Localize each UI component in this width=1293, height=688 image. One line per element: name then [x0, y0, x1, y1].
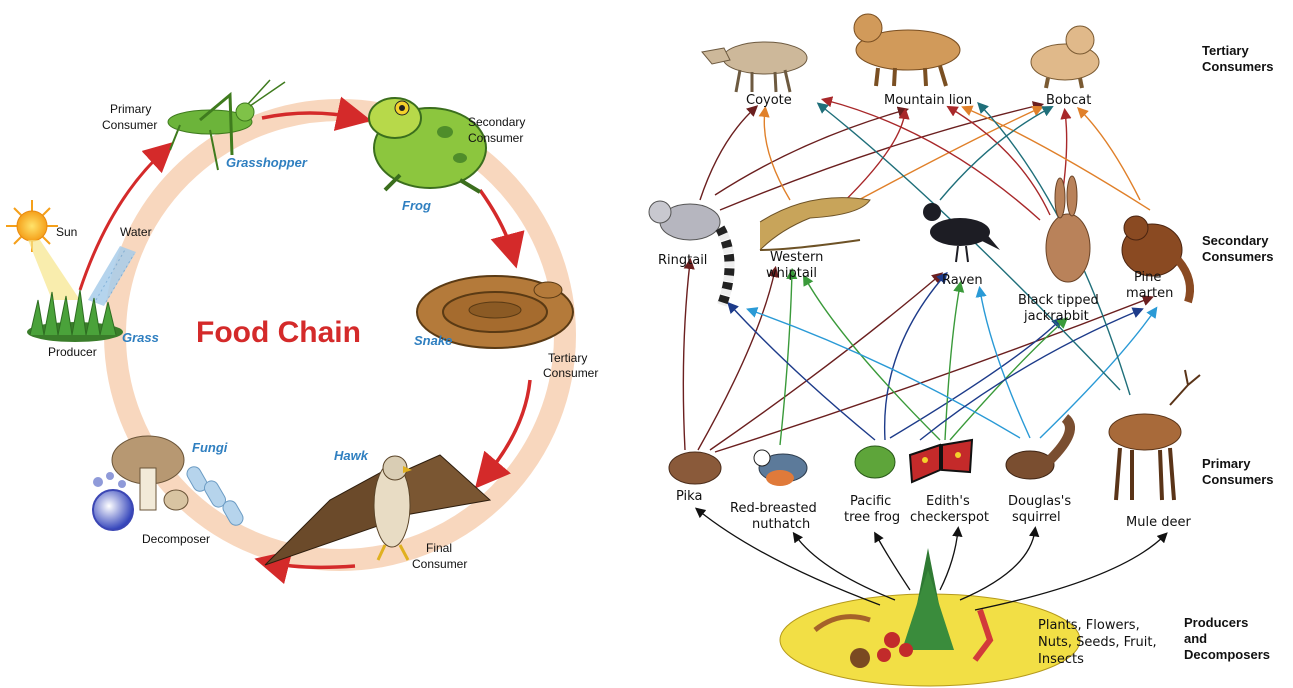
food-chain-panel: Sun Water Producer Grass Primary Consume…	[0, 0, 640, 688]
tier-tertiary-2: Consumers	[1202, 59, 1274, 74]
ringtail-label: Ringtail	[658, 253, 707, 268]
primary-role-2: Consumer	[102, 118, 157, 132]
mule-deer-icon	[1109, 370, 1200, 500]
producer-label: Producer	[48, 345, 97, 359]
final-role-1: Final	[426, 541, 452, 555]
producers-text-2: Nuts, Seeds, Fruit,	[1038, 635, 1157, 650]
tier-secondary-2: Consumers	[1202, 249, 1274, 264]
tier-producers-1: Producers	[1184, 615, 1248, 630]
sun-label: Sun	[56, 225, 77, 239]
checkerspot-label-2: checkerspot	[910, 510, 989, 525]
frog-name: Frog	[402, 198, 431, 213]
tier-producers-3: Decomposers	[1184, 647, 1270, 662]
hawk-name: Hawk	[334, 448, 369, 463]
primary-role-1: Primary	[110, 102, 151, 116]
marten-label-1: Pine	[1134, 270, 1161, 285]
tertiary-role-2: Consumer	[543, 366, 598, 380]
raven-icon	[923, 203, 1000, 262]
ediths-checkerspot-icon	[910, 440, 972, 482]
secondary-role-2: Consumer	[468, 131, 523, 145]
food-web-diagram: Coyote Mountain lion Bobcat Ringtail Wes…	[640, 0, 1293, 688]
nuthatch-icon	[754, 450, 807, 486]
mountain-lion-label: Mountain lion	[884, 93, 972, 108]
bobcat-icon	[1031, 26, 1099, 88]
coyote-icon	[702, 42, 807, 92]
mountain-lion-icon	[854, 14, 960, 86]
food-chain-diagram: Sun Water Producer Grass Primary Consume…	[0, 0, 640, 688]
jackrabbit-icon	[1046, 176, 1090, 282]
tier-tertiary-1: Tertiary	[1202, 43, 1249, 58]
water-label: Water	[120, 225, 152, 239]
final-role-2: Consumer	[412, 557, 467, 571]
tertiary-role-1: Tertiary	[548, 351, 587, 365]
food-web-panel: Coyote Mountain lion Bobcat Ringtail Wes…	[640, 0, 1293, 688]
jackrabbit-label-2: jackrabbit	[1023, 309, 1089, 324]
food-chain-title: Food Chain	[196, 316, 361, 349]
checkerspot-label-1: Edith's	[926, 494, 970, 509]
jackrabbit-label-1: Black tipped	[1018, 293, 1099, 308]
snake-name: Snake	[414, 333, 452, 348]
nuthatch-label-2: nuthatch	[752, 517, 810, 532]
pika-icon	[669, 452, 721, 484]
frog-icon	[369, 98, 486, 192]
nuthatch-label-1: Red-breasted	[730, 501, 817, 516]
raven-label: Raven	[942, 273, 983, 288]
producers-text-3: Insects	[1038, 652, 1084, 667]
marten-label-2: marten	[1126, 286, 1173, 301]
sun-icon	[6, 200, 80, 300]
deer-label: Mule deer	[1126, 515, 1191, 530]
frog-label-2: tree frog	[844, 510, 900, 525]
pika-label: Pika	[676, 489, 702, 504]
tier-primary-1: Primary	[1202, 456, 1251, 471]
douglas-squirrel-icon	[1006, 418, 1070, 479]
whiptail-label-1: Western	[770, 250, 823, 265]
tier-secondary-1: Secondary	[1202, 233, 1269, 248]
frog-label-1: Pacific	[850, 494, 891, 509]
primary-to-secondary-arrows	[683, 262, 1155, 452]
coyote-label: Coyote	[746, 93, 792, 108]
secondary-role-1: Secondary	[468, 115, 525, 129]
grasshopper-name: Grasshopper	[226, 155, 308, 170]
bobcat-label: Bobcat	[1046, 93, 1091, 108]
producers-text-1: Plants, Flowers,	[1038, 618, 1140, 633]
western-whiptail-icon	[760, 198, 870, 250]
whiptail-label-2: whiptail	[766, 266, 817, 281]
decomposer-label: Decomposer	[142, 532, 210, 546]
grass-name: Grass	[122, 330, 159, 345]
squirrel-label-1: Douglas's	[1008, 494, 1071, 509]
tier-primary-2: Consumers	[1202, 472, 1274, 487]
pacific-tree-frog-icon	[855, 446, 895, 478]
tier-producers-2: and	[1184, 631, 1207, 646]
producers-illustration	[780, 548, 1080, 686]
squirrel-label-2: squirrel	[1012, 510, 1061, 525]
fungi-name: Fungi	[192, 440, 228, 455]
